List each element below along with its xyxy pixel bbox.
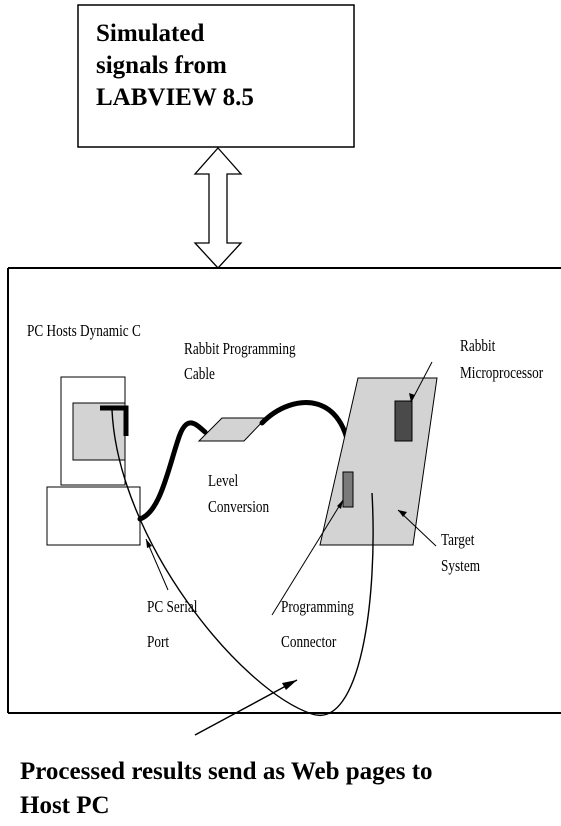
label-rabbit-line-2: Microprocessor (460, 363, 544, 382)
serial-plug (100, 405, 129, 436)
label-target-line-1: Target (441, 530, 475, 549)
pointer-target-system-head (398, 510, 407, 517)
bottom-caption: Processed results send as Web pages to H… (20, 755, 560, 823)
label-cable-line-2: Cable (184, 364, 215, 383)
programming-cable (137, 420, 208, 522)
labview-box (77, 4, 355, 148)
labview-line-3: LABVIEW 8.5 (96, 84, 254, 111)
labview-box-caption: Simulated signals from LABVIEW 8.5 (96, 18, 316, 114)
pointer-serial-port-head (146, 539, 152, 548)
pointer-serial-port (145, 538, 169, 591)
pointer-prog-connector (271, 499, 344, 616)
label-rabbit-line-1: Rabbit (460, 336, 496, 355)
labview-line-2: signals from (96, 52, 227, 79)
label-connector-line-1: Programming (281, 597, 354, 616)
pointer-target-system (397, 509, 437, 547)
label-connector-line-2: Connector (281, 632, 337, 651)
pc-base (46, 486, 141, 546)
label-serial-line-2: Port (147, 632, 170, 651)
rabbit-chip (394, 400, 413, 442)
label-target-line-2: System (441, 556, 481, 575)
labview-line-1: Simulated (96, 20, 205, 47)
pointer-rabbit-micro-head (409, 393, 415, 402)
bidirectional-arrow-icon (193, 147, 243, 269)
label-pc-host: PC Hosts Dynamic C (27, 321, 141, 340)
bottom-caption-line-1: Processed results send as Web pages to (20, 758, 433, 785)
pointer-prog-connector-head (337, 500, 343, 509)
label-serial-line-1: PC Serial (147, 597, 198, 616)
target-board (319, 377, 438, 546)
label-level-line-2: Conversion (208, 497, 270, 516)
label-cable-line-1: Rabbit Programming (184, 339, 296, 358)
pointer-web-pages (194, 679, 298, 736)
pc-screen (72, 402, 126, 461)
label-level-line-1: Level (208, 471, 239, 490)
level-conversion-box (197, 417, 268, 442)
pointer-web-pages-head (282, 680, 297, 690)
web-pages-loop (111, 409, 374, 717)
programming-cable-right (259, 400, 354, 473)
programming-connector (342, 471, 354, 508)
bottom-caption-line-2: Host PC (20, 792, 110, 819)
